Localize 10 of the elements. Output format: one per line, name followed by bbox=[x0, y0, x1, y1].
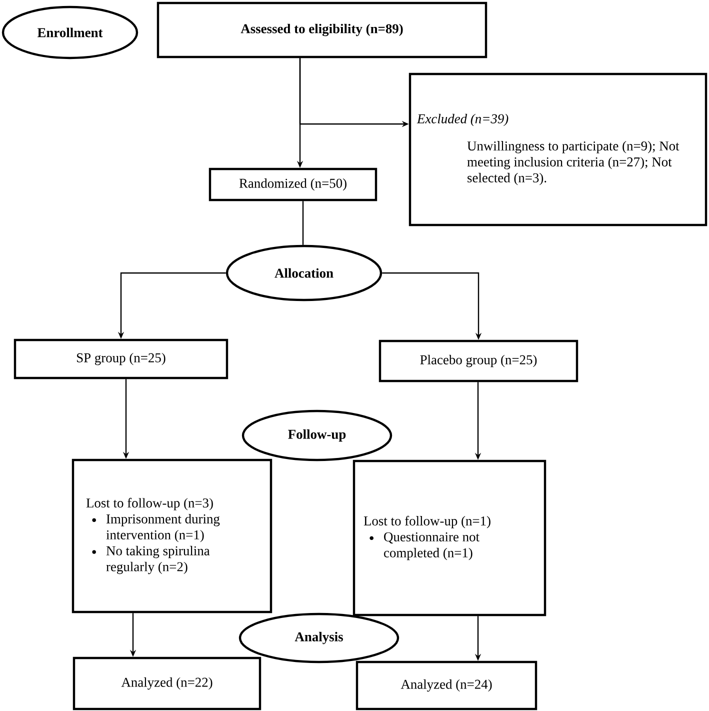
process-box: SP group (n=25) bbox=[14, 338, 228, 380]
connector-line bbox=[302, 201, 304, 245]
process-box: Lost to follow-up (n=3) Imprisonment during intervention (n=1) No taking spirulina regularly (n=2) bbox=[72, 458, 272, 614]
process-box: Placebo group (n=25) bbox=[378, 340, 578, 382]
process-box: Analyzed (n=22) bbox=[72, 656, 262, 710]
process-box: Excluded (n=39) Unwillingness to participate (n=9); Not meeting inclusion criteria (n=27); Not selected (n=3). bbox=[408, 72, 708, 226]
process-box: Assessed to eligibility (n=89) bbox=[156, 2, 488, 58]
process-box: Analyzed (n=24) bbox=[356, 660, 538, 710]
process-box: Lost to follow-up (n=1) Questionnaire not completed (n=1) bbox=[352, 460, 546, 616]
process-box: Randomized (n=50) bbox=[208, 168, 378, 202]
